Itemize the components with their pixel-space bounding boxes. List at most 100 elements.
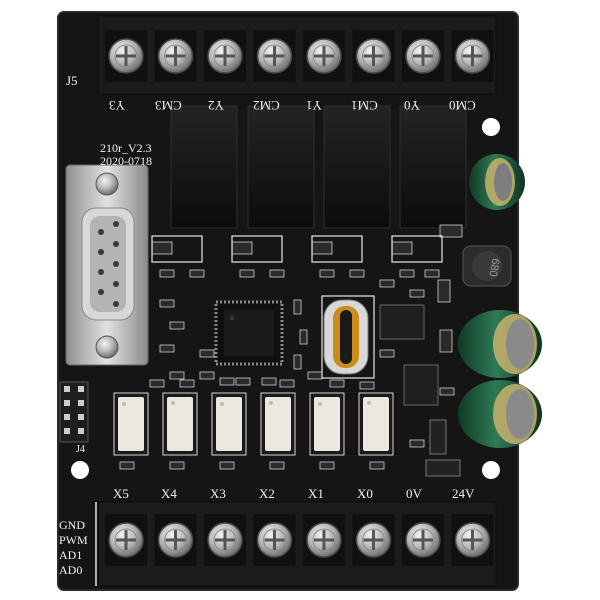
smd-part	[439, 329, 453, 353]
smd-part	[159, 269, 175, 278]
smd-part	[231, 241, 253, 255]
smd-part	[199, 371, 215, 380]
db9-connector	[65, 164, 149, 366]
analog-label-ad1: AD1	[59, 548, 83, 562]
bottom-terminal-screw	[105, 514, 147, 566]
terminal-label-x2: X2	[259, 486, 275, 501]
smd-part	[369, 461, 385, 470]
smd-part	[219, 377, 235, 386]
analog-label-gnd: GND	[59, 518, 85, 532]
top-terminal-screw	[154, 30, 197, 82]
bottom-terminal-screw	[451, 514, 494, 566]
silkscreen-outline	[321, 295, 375, 379]
optocoupler	[113, 392, 149, 456]
top-terminal-screw	[105, 30, 147, 82]
bottom-terminal-screw	[204, 514, 246, 566]
header-label-j5: J5	[66, 73, 78, 88]
smd-part	[239, 269, 255, 278]
voltage-regulator	[403, 364, 439, 406]
smd-part	[409, 439, 425, 448]
smd-part	[379, 279, 395, 288]
j4-header	[59, 381, 89, 443]
analog-label-pwm: PWM	[59, 533, 88, 547]
silkscreen-outline	[151, 235, 203, 263]
bottom-terminal-screw	[402, 514, 444, 566]
version-line-1: 210r_V2.3	[100, 141, 152, 155]
smd-part	[293, 354, 302, 370]
top-terminal-screw	[352, 30, 395, 82]
optocoupler	[162, 392, 198, 456]
optocoupler	[211, 392, 247, 456]
smd-part	[329, 379, 345, 388]
version-line-2: 2020-0718	[100, 154, 152, 168]
top-terminal-screw	[303, 30, 345, 82]
silkscreen-outline	[231, 235, 283, 263]
smd-part	[159, 344, 175, 353]
optocoupler	[309, 392, 345, 456]
bottom-terminal-screw	[253, 514, 296, 566]
top-terminal-screw	[204, 30, 246, 82]
relay	[399, 105, 467, 229]
smd-part	[159, 299, 175, 308]
terminal-label-cm0: CM0	[449, 98, 476, 113]
inductor-marking: 680	[486, 257, 501, 277]
bottom-terminal-screw	[154, 514, 197, 566]
smd-part	[307, 371, 323, 380]
smd-part	[399, 269, 415, 278]
smd-part	[199, 349, 215, 358]
smd-part	[219, 461, 235, 470]
smd-part	[424, 269, 440, 278]
smd-part	[319, 269, 335, 278]
voltage-regulator	[379, 304, 425, 340]
relay	[323, 105, 391, 229]
optocoupler	[260, 392, 296, 456]
capacitor-large	[458, 310, 542, 378]
diode	[429, 419, 447, 455]
db9-screw	[95, 172, 119, 196]
terminal-label-cm1: CM1	[351, 98, 378, 113]
battery-holder	[323, 299, 369, 375]
smd-part	[149, 379, 165, 388]
relay-bank	[170, 105, 467, 229]
mounting-hole	[71, 461, 89, 479]
terminal-label-cm3: CM3	[155, 98, 182, 113]
terminal-label-0v: 0V	[406, 486, 422, 501]
smd-part	[169, 461, 185, 470]
power-inductor	[462, 245, 512, 287]
smd-part	[437, 279, 451, 303]
terminal-label-y1: Y1	[306, 98, 322, 113]
silkscreen-outline	[391, 235, 443, 263]
mounting-hole	[482, 461, 500, 479]
capacitor-small	[469, 154, 525, 210]
smd-part	[349, 269, 365, 278]
smd-part	[269, 461, 285, 470]
smd-part	[189, 269, 205, 278]
pcb-edge-highlight	[57, 11, 519, 591]
relay	[170, 105, 238, 229]
terminal-label-x3: X3	[210, 486, 226, 501]
terminal-label-x0: X0	[357, 486, 373, 501]
bottom-terminal-screw	[352, 514, 395, 566]
diode	[425, 459, 461, 477]
capacitor-large	[458, 380, 542, 448]
smd-part	[319, 461, 335, 470]
smd-part	[439, 224, 463, 238]
smd-part	[439, 387, 455, 396]
header-label-j4: J4	[76, 444, 85, 455]
smd-part	[279, 379, 295, 388]
analog-label-ad0: AD0	[59, 563, 83, 577]
smd-part	[151, 241, 173, 255]
mounting-hole	[482, 118, 500, 136]
smd-part	[299, 329, 308, 345]
terminal-label-y3: Y3	[109, 98, 125, 113]
smd-part	[409, 289, 425, 298]
top-terminal-screw	[253, 30, 296, 82]
terminal-label-x5: X5	[113, 486, 129, 501]
smd-part	[293, 299, 302, 315]
smd-part	[269, 269, 285, 278]
smd-part	[379, 349, 395, 358]
bottom-terminal-screw	[303, 514, 345, 566]
terminal-label-y2: Y2	[208, 98, 224, 113]
terminal-label-x4: X4	[161, 486, 177, 501]
